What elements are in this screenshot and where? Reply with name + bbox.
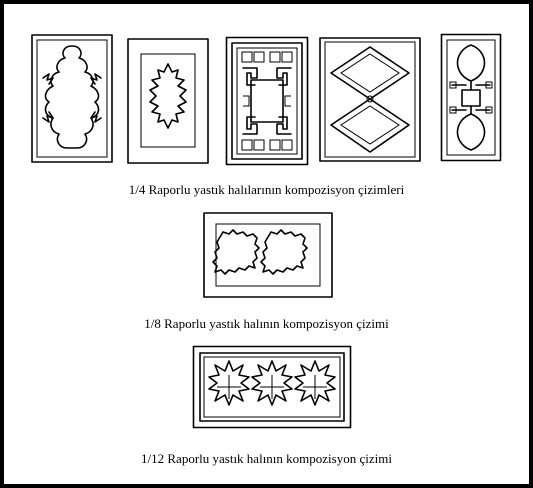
rug-drawing-5: [440, 33, 502, 162]
rug-drawing-2: [127, 38, 209, 164]
rug-drawing-1: [31, 34, 113, 163]
caption-twelfth-rapport: 1/12 Raporlu yastık halının kompozisyon …: [0, 451, 533, 467]
caption-eighth-rapport: 1/8 Raporlu yastık halının kompozisyon ç…: [0, 316, 533, 332]
rug-drawing-twelfth: [192, 345, 352, 429]
rug-drawing-4: [319, 37, 421, 162]
rug-drawing-eighth: [203, 212, 333, 298]
caption-quarter-rapport: 1/4 Raporlu yastık halılarının kompozisy…: [0, 182, 533, 198]
rug-drawing-3: [225, 36, 309, 166]
